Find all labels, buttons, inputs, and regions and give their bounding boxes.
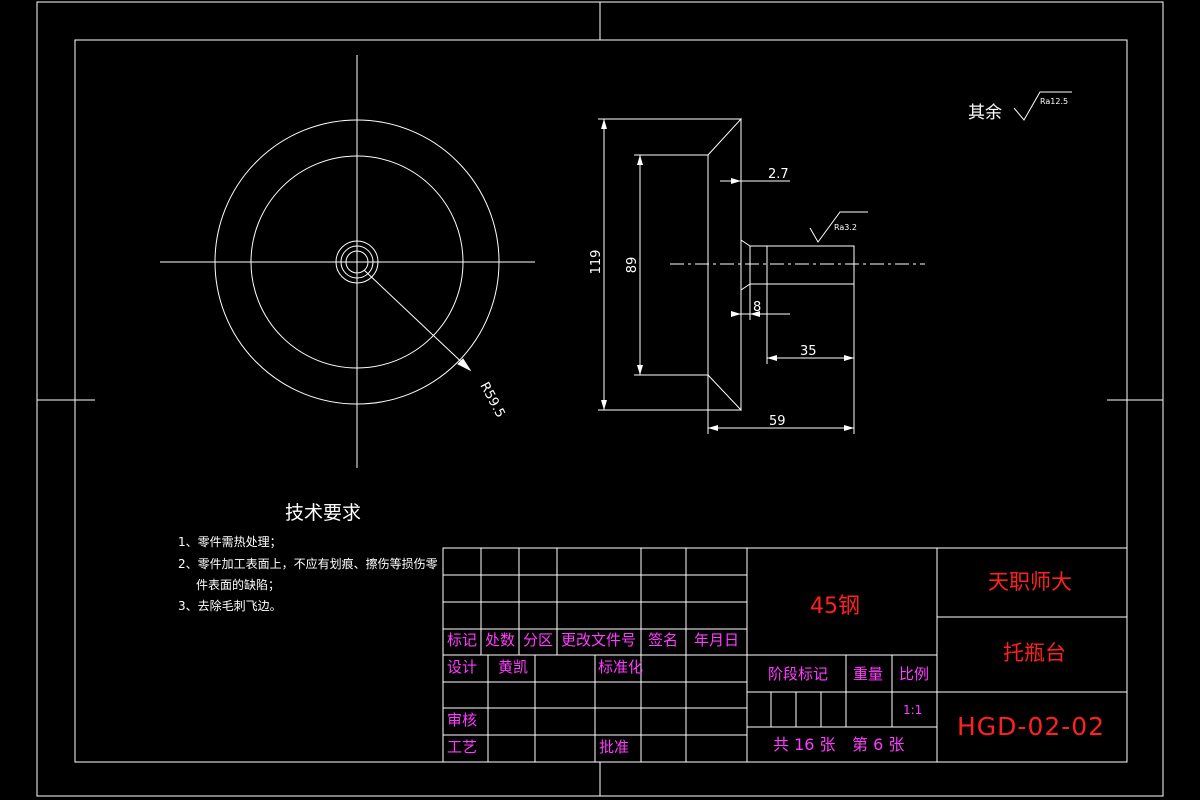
tech-requirement-2: 2、零件加工表面上，不应有划痕、擦伤等损伤零: [178, 556, 438, 571]
material: 45钢: [810, 594, 860, 619]
dim-8-label: 8: [753, 300, 761, 315]
tech-requirements-title: 技术要求: [285, 502, 361, 524]
dim-59-label: 59: [769, 414, 786, 429]
stage-label: 阶段标记: [768, 665, 829, 683]
drawing-number: HGD-02-02: [957, 712, 1106, 741]
remaining-roughness-symbol: [1013, 91, 1072, 121]
inner-circle: [250, 155, 464, 369]
header-count: 处数: [485, 631, 516, 649]
disc-outline: [707, 117, 742, 412]
radius-leader: [363, 269, 471, 371]
header-zone: 分区: [523, 631, 554, 649]
dim-89-label: 89: [625, 257, 640, 274]
process-label: 工艺: [447, 738, 478, 756]
weight-label: 重量: [853, 665, 884, 683]
tech-requirement-1: 1、零件需热处理；: [178, 535, 282, 549]
header-change-doc: 更改文件号: [561, 631, 637, 649]
review-label: 审核: [447, 711, 478, 729]
scale-label: 比例: [899, 665, 930, 683]
dim-119-label: 119: [589, 250, 604, 275]
tech-requirement-3: 3、去除毛刺飞边。: [178, 598, 282, 613]
header-date: 年月日: [694, 631, 740, 649]
hub-circle-inner: [345, 250, 369, 274]
boss-roughness-value: Ra3.2: [834, 223, 857, 232]
standardization-label: 标准化: [598, 658, 644, 676]
designer-name: 黄凯: [498, 658, 529, 676]
header-mark: 标记: [447, 631, 478, 649]
dim-35-label: 35: [800, 344, 817, 359]
remaining-roughness-value: Ra12.5: [1040, 97, 1068, 106]
header-signature: 签名: [648, 631, 679, 649]
part-name: 托瓶台: [1003, 641, 1066, 665]
remaining-roughness-label: 其余: [968, 103, 1002, 123]
hub-circle-mid: [340, 245, 374, 279]
scale-value: 1:1: [903, 703, 923, 717]
front-view: [160, 55, 535, 468]
boss-outline: [740, 239, 855, 291]
radius-dimension: R59.5: [476, 380, 507, 421]
approve-label: 批准: [599, 738, 630, 756]
dim-2-7-label: 2.7: [768, 167, 789, 182]
sheet-number: 第 6 张: [852, 735, 905, 754]
hub-circle-outer: [335, 240, 379, 284]
dimension-arrows: [601, 119, 854, 431]
boss-roughness-symbol: [809, 211, 868, 243]
school-name: 天职师大: [988, 570, 1072, 594]
side-view: [598, 91, 1072, 434]
radius-arrow: [457, 358, 472, 372]
design-label: 设计: [447, 658, 478, 676]
title-block-grid: [442, 547, 1128, 763]
tech-requirement-2-cont: 件表面的缺陷；: [196, 577, 280, 592]
sheets-total: 共 16 张: [773, 735, 836, 754]
inner-frame: [74, 39, 1128, 763]
outer-circle: [214, 119, 500, 405]
